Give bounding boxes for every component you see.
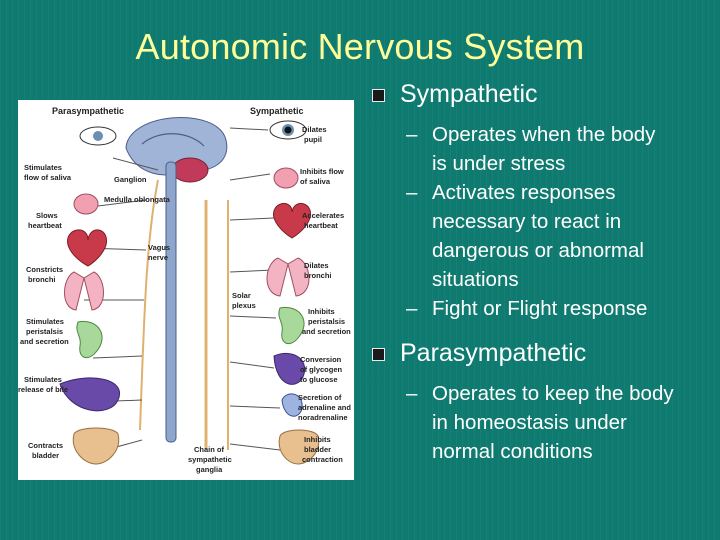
label: Conversion [300, 355, 342, 364]
label: and secretion [20, 337, 69, 346]
bladder-left-icon [72, 427, 120, 465]
label: adrenaline and [298, 403, 351, 412]
label: to glucose [300, 375, 338, 384]
sub-bullet-line: Operates to keep the body [432, 382, 674, 405]
label: Dilates [302, 125, 327, 134]
label: Stimulates [26, 317, 64, 326]
label: peristalsis [26, 327, 63, 336]
label: Inhibits [308, 307, 335, 316]
dash-icon: – [406, 297, 418, 320]
salivary-gland-left-icon [73, 193, 99, 215]
nervous-system-diagram: Parasympathetic Sympathetic [18, 100, 354, 480]
salivary-gland-right-icon [273, 167, 299, 189]
label: Constricts [26, 265, 63, 274]
label: Medulla oblongata [104, 195, 171, 204]
slide-title: Autonomic Nervous System [135, 26, 585, 67]
pupil-right-icon [284, 126, 292, 134]
lungs-right-icon [266, 257, 310, 297]
label: heartbeat [28, 221, 62, 230]
sub-bullet-line: Fight or Flight response [432, 297, 648, 320]
label: bronchi [304, 271, 332, 280]
label: Vagus [148, 243, 170, 252]
label: of glycogen [300, 365, 343, 374]
bullet-sympathetic: Sympathetic [368, 78, 718, 110]
label: Slows [36, 211, 58, 220]
heart-left-icon [67, 229, 107, 267]
label: Chain of [194, 445, 224, 454]
label: peristalsis [308, 317, 345, 326]
sub-bullet-line: normal conditions [432, 440, 593, 463]
diagram-header-parasympathetic: Parasympathetic [52, 106, 124, 116]
spinal-cord [165, 161, 177, 443]
label: sympathetic [188, 455, 232, 464]
lungs-left-icon [64, 271, 104, 311]
label: of saliva [300, 177, 331, 186]
sub-bullet: – Fight or Flight response [368, 294, 718, 323]
label: nerve [148, 253, 168, 262]
label: contraction [302, 455, 343, 464]
label: bladder [32, 451, 59, 460]
label: pupil [304, 135, 322, 144]
label: plexus [232, 301, 256, 310]
label: Inhibits [304, 435, 331, 444]
bullet-parasympathetic: Parasympathetic [368, 337, 718, 369]
sub-bullet-line: dangerous or abnormal [432, 239, 644, 262]
label: Ganglion [114, 175, 147, 184]
square-bullet-icon [372, 348, 385, 361]
label: noradrenaline [298, 413, 348, 422]
label: Secretion of [298, 393, 342, 402]
diagram-header-sympathetic: Sympathetic [250, 106, 304, 116]
label: heartbeat [304, 221, 338, 230]
square-bullet-icon [372, 89, 385, 102]
sub-bullet-line: Activates responses [432, 181, 616, 204]
sub-bullet: – Activates responses necessary to react… [368, 178, 718, 294]
bullet-text: Parasympathetic [400, 339, 587, 367]
sub-bullet: – Operates to keep the body in homeostas… [368, 379, 718, 466]
sub-bullet-line: situations [432, 268, 519, 291]
sub-bullet: – Operates when the body is under stress [368, 120, 718, 178]
label: Inhibits flow [300, 167, 344, 176]
center-labels: Ganglion Medulla oblongata Vagus nerve S… [104, 175, 256, 474]
dash-icon: – [406, 123, 418, 146]
label: Stimulates [24, 375, 62, 384]
sub-bullet-line: in homeostasis under [432, 411, 627, 434]
diagram-svg: Parasympathetic Sympathetic [18, 106, 351, 474]
label: Accelerates [302, 211, 344, 220]
heart-right-icon [273, 203, 311, 239]
label: and secretion [302, 327, 351, 336]
cerebellum-shape [171, 157, 209, 183]
intestine-left-icon [76, 320, 103, 359]
sub-bullet-line: Operates when the body [432, 123, 656, 146]
liver-right-icon [273, 352, 306, 385]
bullet-text: Sympathetic [400, 80, 538, 108]
sub-bullet-line: is under stress [432, 152, 566, 175]
liver-left-icon [59, 377, 121, 412]
dash-icon: – [406, 382, 418, 405]
iris-left-icon [93, 131, 103, 141]
bullet-list: Sympathetic – Operates when the body is … [368, 78, 718, 466]
label: flow of saliva [24, 173, 72, 182]
label: release of bile [18, 385, 68, 394]
label: Stimulates [24, 163, 62, 172]
label: Dilates [304, 261, 329, 270]
right-labels: Dilates pupil Inhibits flow of saliva Ac… [298, 125, 351, 464]
intestine-right-icon [278, 306, 305, 345]
label: ganglia [196, 465, 223, 474]
brain-fold [141, 133, 205, 147]
label: bronchi [28, 275, 56, 284]
left-labels: Stimulates flow of saliva Slows heartbea… [18, 163, 72, 460]
adrenal-gland-icon [281, 393, 303, 417]
vagus-nerve-path [139, 179, 159, 431]
label: Solar [232, 291, 251, 300]
bladder-right-icon [278, 429, 320, 465]
label: bladder [304, 445, 331, 454]
sub-bullet-line: necessary to react in [432, 210, 622, 233]
dash-icon: – [406, 181, 418, 204]
label: Contracts [28, 441, 63, 450]
